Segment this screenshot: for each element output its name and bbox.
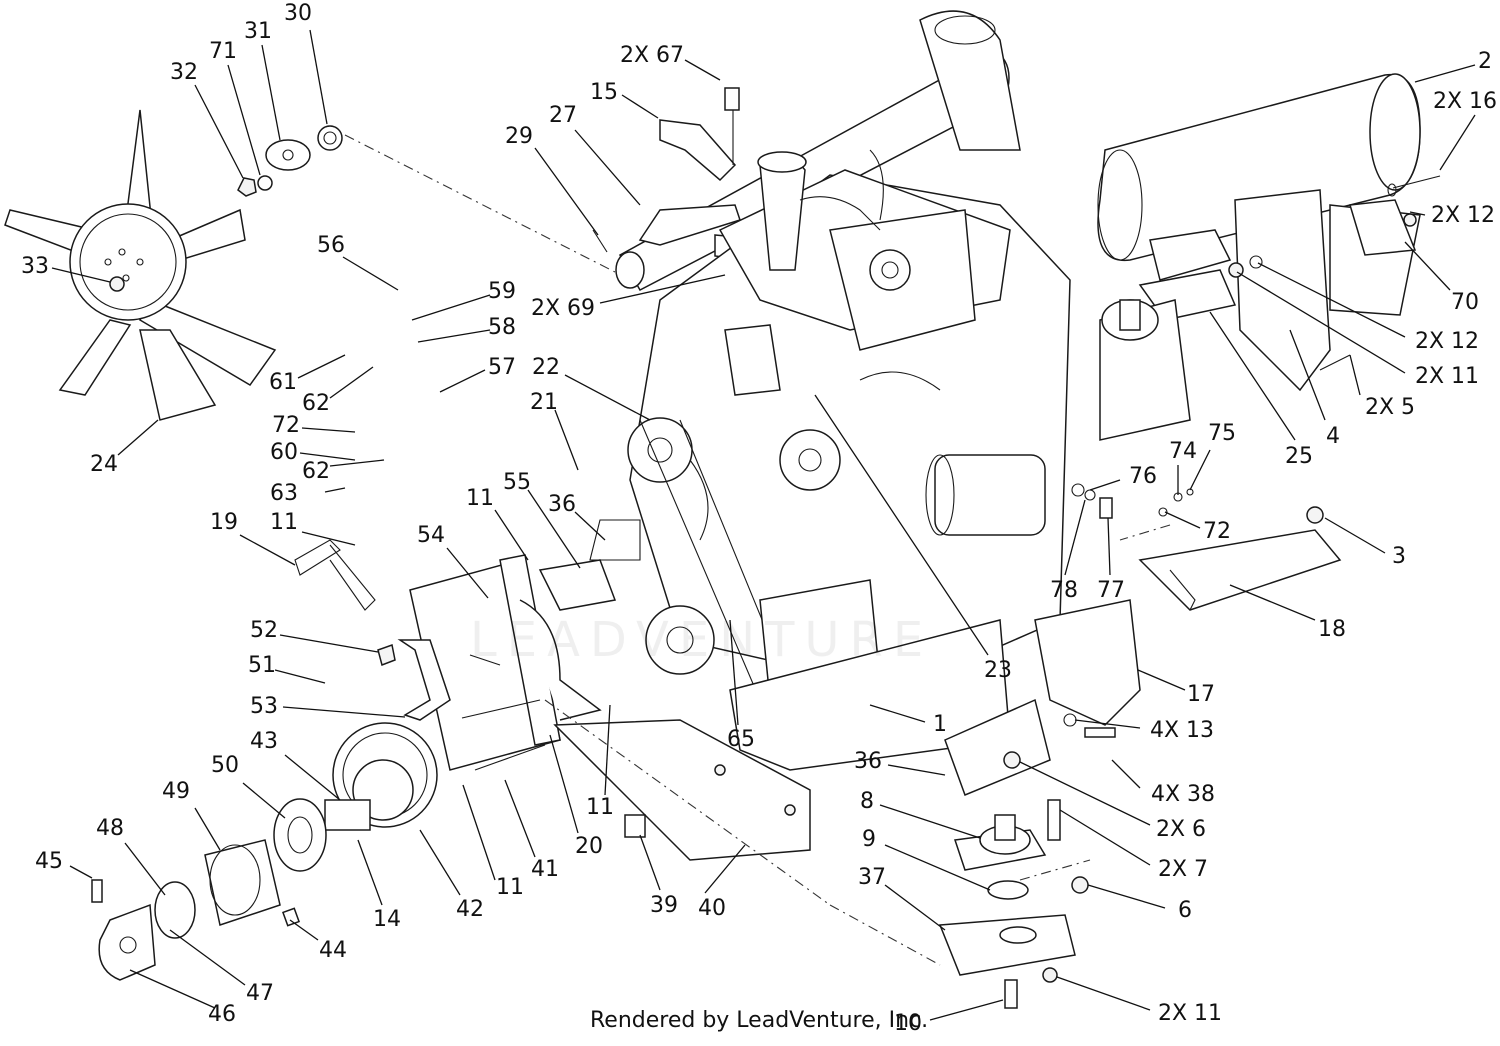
callout-2x6: 2X 6: [1156, 817, 1206, 842]
callout-70: 70: [1451, 290, 1479, 315]
callout-15: 15: [590, 80, 618, 105]
callout-57: 57: [488, 355, 516, 380]
right-mount-assembly: [938, 483, 1342, 1009]
callout-76: 76: [1129, 464, 1157, 489]
callout-labels: 2X 67 15 27 29 2 2X 16 2X 12 70 2X 12 2X…: [21, 1, 1497, 1036]
callout-53: 53: [250, 694, 278, 719]
callout-1: 1: [933, 712, 947, 737]
leader-lines: [51, 29, 1476, 1021]
callout-62-a: 62: [302, 391, 330, 416]
callout-25: 25: [1285, 444, 1313, 469]
callout-43: 43: [250, 729, 278, 754]
callout-58: 58: [488, 315, 516, 340]
callout-32: 32: [170, 60, 198, 85]
render-credit: Rendered by LeadVenture, Inc.: [590, 1008, 929, 1033]
callout-22: 22: [532, 355, 560, 380]
callout-2x16: 2X 16: [1433, 89, 1497, 114]
callout-72-b: 72: [1203, 519, 1231, 544]
callout-23: 23: [984, 658, 1012, 683]
muffler-assembly: [1097, 73, 1441, 441]
fan-assembly: [4, 109, 616, 421]
callout-2x12-a: 2X 12: [1431, 203, 1495, 228]
callout-17: 17: [1187, 682, 1215, 707]
callout-2x11-a: 2X 11: [1415, 364, 1479, 389]
callout-45: 45: [35, 849, 63, 874]
callout-62-b: 62: [302, 459, 330, 484]
engine-block: [538, 149, 1071, 771]
left-bracket-assembly: [91, 539, 941, 981]
callout-39: 39: [650, 893, 678, 918]
callout-8: 8: [860, 789, 874, 814]
callout-10: 10: [894, 1011, 922, 1036]
callout-61: 61: [269, 370, 297, 395]
callout-78: 78: [1050, 578, 1078, 603]
callout-48: 48: [96, 816, 124, 841]
callout-52: 52: [250, 618, 278, 643]
callout-4x38: 4X 38: [1151, 782, 1215, 807]
callout-40: 40: [698, 896, 726, 921]
callout-55: 55: [503, 470, 531, 495]
callout-47: 47: [246, 981, 274, 1006]
callout-56: 56: [317, 233, 345, 258]
callout-11-b: 11: [270, 510, 298, 535]
callout-37: 37: [858, 865, 886, 890]
callout-51: 51: [248, 653, 276, 678]
callout-49: 49: [162, 779, 190, 804]
callout-30: 30: [284, 1, 312, 26]
callout-3: 3: [1392, 544, 1406, 569]
callout-11-c: 11: [496, 875, 524, 900]
callout-2x5: 2X 5: [1365, 395, 1415, 420]
callout-33: 33: [21, 254, 49, 279]
callout-11-a: 11: [466, 486, 494, 511]
callout-21: 21: [530, 390, 558, 415]
callout-9: 9: [862, 827, 876, 852]
callout-27: 27: [549, 103, 577, 128]
callout-18: 18: [1318, 617, 1346, 642]
callout-44: 44: [319, 938, 347, 963]
callout-31: 31: [244, 19, 272, 44]
callout-6: 6: [1178, 898, 1192, 923]
callout-60: 60: [270, 440, 298, 465]
callout-2x12-b: 2X 12: [1415, 329, 1479, 354]
callout-42: 42: [456, 897, 484, 922]
callout-77: 77: [1097, 578, 1125, 603]
callout-50: 50: [211, 753, 239, 778]
callout-65: 65: [727, 727, 755, 752]
callout-71: 71: [209, 39, 237, 64]
callout-75: 75: [1208, 421, 1236, 446]
callout-20: 20: [575, 834, 603, 859]
callout-2x69: 2X 69: [531, 296, 595, 321]
callout-19: 19: [210, 510, 238, 535]
upper-tube-assembly: [592, 10, 1021, 291]
callout-2x67: 2X 67: [620, 43, 684, 68]
callout-36-b: 36: [854, 749, 882, 774]
callout-59: 59: [488, 279, 516, 304]
callout-24: 24: [90, 452, 118, 477]
callout-46: 46: [208, 1002, 236, 1027]
callout-29: 29: [505, 124, 533, 149]
callout-2: 2: [1478, 49, 1492, 74]
callout-74: 74: [1169, 439, 1197, 464]
callout-2x11-b: 2X 11: [1158, 1001, 1222, 1026]
callout-4: 4: [1326, 424, 1340, 449]
callout-41: 41: [531, 857, 559, 882]
callout-72-a: 72: [272, 413, 300, 438]
callout-2x7: 2X 7: [1158, 857, 1208, 882]
callout-36-a: 36: [548, 492, 576, 517]
callout-54: 54: [417, 523, 445, 548]
callout-4x13: 4X 13: [1150, 718, 1214, 743]
callout-14: 14: [373, 907, 401, 932]
callout-11-d: 11: [586, 795, 614, 820]
callout-63: 63: [270, 481, 298, 506]
